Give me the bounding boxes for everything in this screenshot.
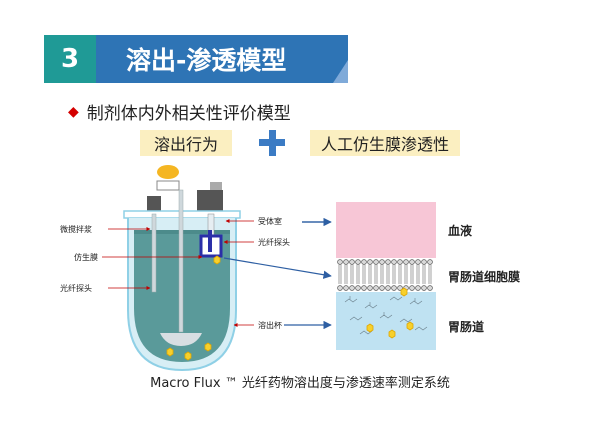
arrow-membrane-layer [223, 257, 332, 279]
diamond-bullet-icon: ◆ [68, 103, 79, 120]
right-cap-top [210, 182, 222, 192]
section-number: 3 [44, 35, 96, 83]
plus-icon [257, 128, 287, 158]
title-decor [333, 60, 348, 83]
receiver-probe [208, 230, 212, 252]
blood-layer [336, 202, 436, 258]
chip-dissolution: 溶出行为 [140, 130, 232, 156]
right-cap [197, 190, 223, 214]
label-membrane: 仿生膜 [74, 253, 98, 262]
left-cap [147, 196, 161, 214]
label-probe-right: 光纤探头 [258, 238, 290, 247]
label-cup: 溶出杯 [258, 321, 282, 330]
label-blood: 血液 [448, 224, 473, 238]
cell-membrane-layer [336, 258, 436, 292]
subtitle: ◆ 制剂体内外相关性评价模型 [68, 99, 291, 125]
left-probe [151, 213, 157, 293]
figure-caption: Macro Flux ™ 光纤药物溶出度与渗透速率测定系统 [150, 376, 450, 391]
gi-molecules [344, 296, 428, 335]
stirrer-motor-icon [157, 165, 179, 179]
chip-permeability: 人工仿生膜渗透性 [310, 130, 460, 156]
section-title: 溶出-渗透模型 [96, 35, 348, 83]
label-receiver: 受体室 [258, 217, 282, 226]
stirrer-rod-top [156, 180, 180, 191]
drug-particles [166, 255, 221, 361]
label-probe-left: 光纤探头 [60, 284, 92, 293]
label-cell-membrane: 胃肠道细胞膜 [448, 270, 521, 284]
label-gi: 胃肠道 [448, 320, 485, 334]
gi-drug-particles [366, 287, 414, 339]
label-stirrer: 微搅拌浆 [60, 225, 92, 234]
subtitle-text: 制剂体内外相关性评价模型 [86, 104, 291, 124]
stirrer-shaft [178, 189, 184, 333]
stirrer-paddle [160, 333, 202, 346]
